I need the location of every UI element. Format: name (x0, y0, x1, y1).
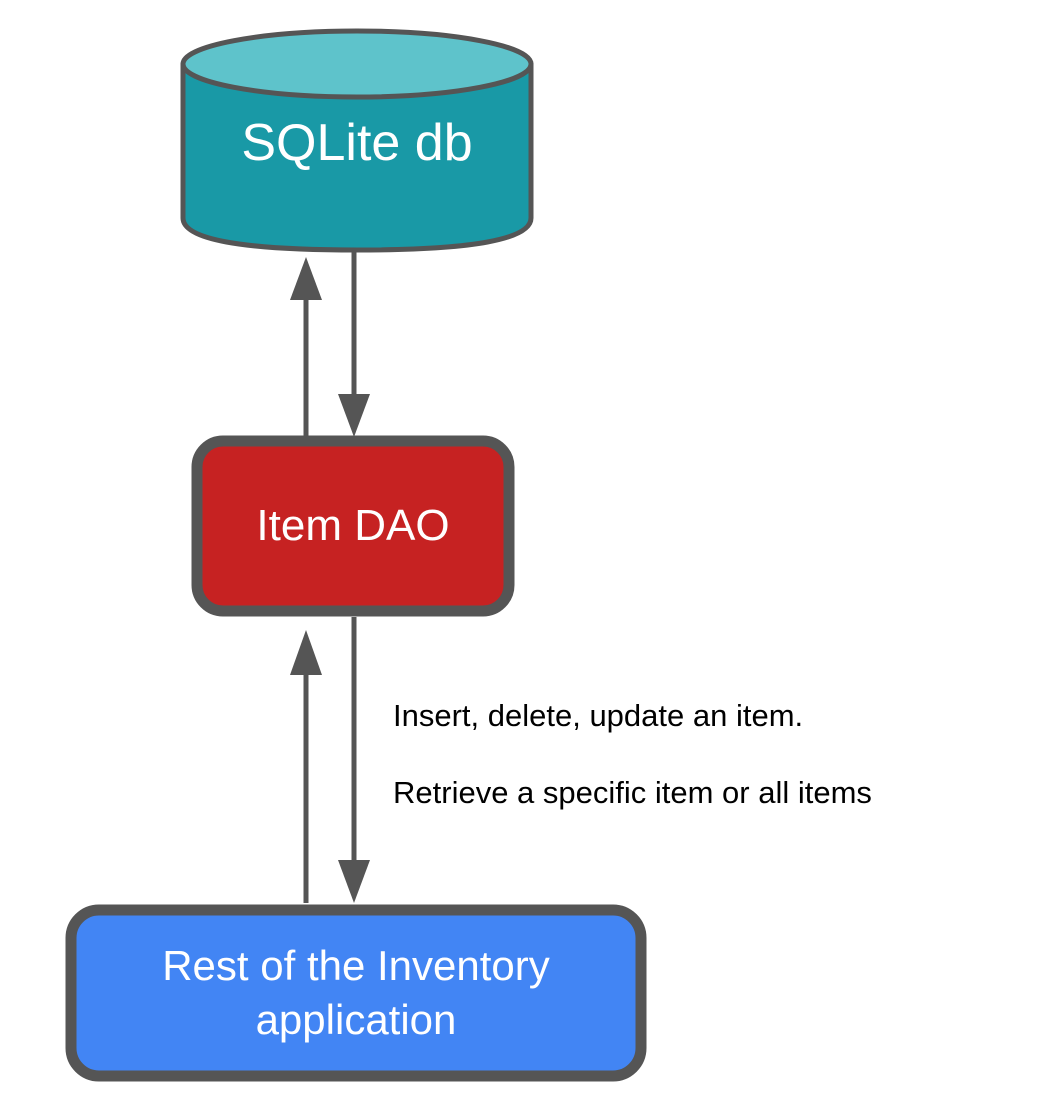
edge-dao-to-db[interactable] (290, 257, 322, 437)
edge-annotation-retrieval: Retrieve a specific item or all items (393, 775, 872, 810)
cylinder-body-shape (180, 61, 534, 253)
edge-annotation-operations: Insert, delete, update an item. (393, 698, 804, 733)
edge-dao-to-app[interactable] (338, 617, 370, 903)
edge-db-to-dao-arrowhead (338, 394, 370, 437)
edge-app-to-dao-arrowhead (290, 630, 322, 675)
item-dao-node[interactable] (191, 435, 515, 617)
inventory-app-node[interactable] (65, 904, 647, 1082)
cylinder-top-shape (180, 28, 534, 100)
edge-db-to-dao[interactable] (338, 250, 370, 437)
inventory-app-shape (65, 904, 647, 1082)
edge-dao-to-db-arrowhead (290, 257, 322, 300)
edge-app-to-dao[interactable] (290, 630, 322, 903)
sqlite-db-node[interactable] (180, 28, 534, 253)
edge-dao-to-app-arrowhead (338, 860, 370, 903)
item-dao-shape (191, 435, 515, 617)
